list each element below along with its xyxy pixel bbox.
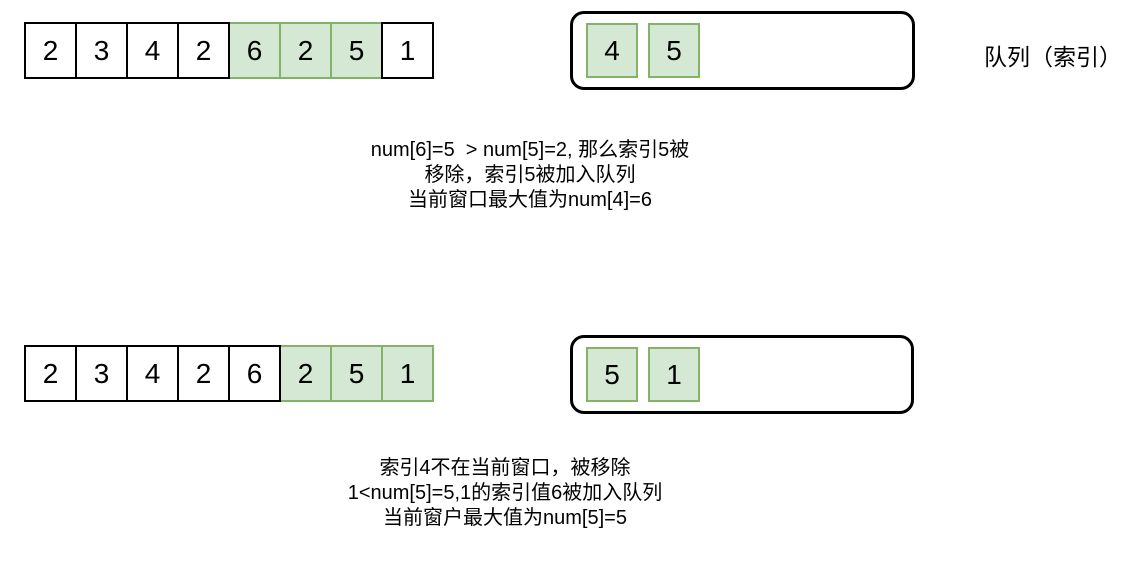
caption-line: num[6]=5 > num[5]=2, 那么索引5被 <box>370 139 690 161</box>
array-cell: 2 <box>177 22 230 79</box>
array-cell: 6 <box>228 345 281 402</box>
queue-cell: 5 <box>648 23 700 78</box>
array-cell: 2 <box>177 345 230 402</box>
array-cell: 1 <box>381 22 434 79</box>
queue-cell: 4 <box>586 23 638 78</box>
caption-line: 当前窗口最大值为num[4]=6 <box>408 189 652 211</box>
queue-cell: 1 <box>648 347 700 402</box>
array-cell: 3 <box>75 345 128 402</box>
caption-line: 1<num[5]=5,1的索引值6被加入队列 <box>347 482 663 504</box>
array-cell: 2 <box>279 22 332 79</box>
array-cell: 3 <box>75 22 128 79</box>
array-cell: 5 <box>330 345 383 402</box>
array-cell: 5 <box>330 22 383 79</box>
queue-cell: 5 <box>586 347 638 402</box>
caption-line: 移除，索引5被加入队列 <box>424 164 636 186</box>
array-cell: 4 <box>126 22 179 79</box>
array-cell: 6 <box>228 22 281 79</box>
caption-line: 索引4不在当前窗口，被移除 <box>379 457 631 479</box>
caption-line: 当前窗户最大值为num[5]=5 <box>383 507 627 529</box>
array-cell: 2 <box>279 345 332 402</box>
array-cell: 2 <box>24 345 77 402</box>
array-cell: 4 <box>126 345 179 402</box>
caption: 索引4不在当前窗口，被移除 1<num[5]=5,1的索引值6被加入队列当前窗户最… <box>165 456 845 531</box>
array-cell: 2 <box>24 22 77 79</box>
array-cell: 1 <box>381 345 434 402</box>
caption: num[6]=5 > num[5]=2, 那么索引5被移除，索引5被加入队列当前… <box>190 138 870 213</box>
queue-label: 队列（索引） <box>984 44 1122 70</box>
